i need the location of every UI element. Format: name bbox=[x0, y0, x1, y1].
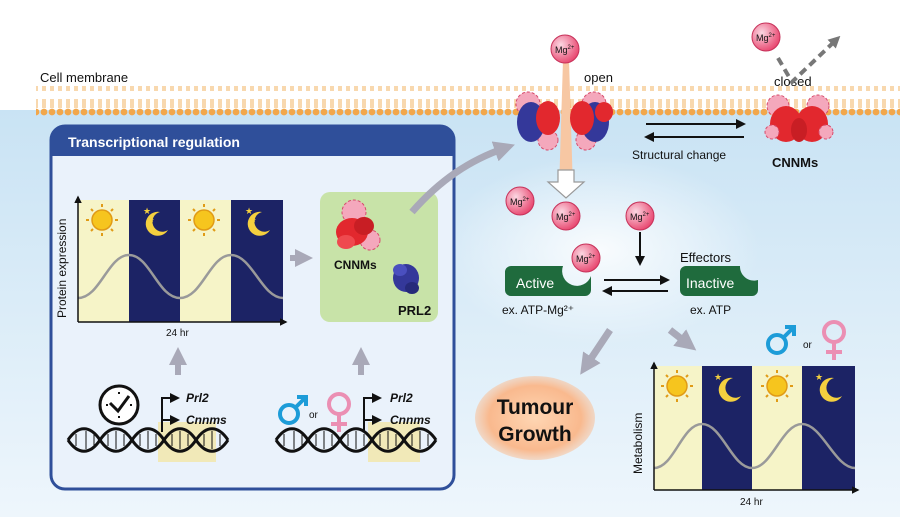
metabolism-x-axis-label: 24 hr bbox=[740, 497, 763, 508]
cell-membrane-label: Cell membrane bbox=[40, 70, 128, 85]
tumour-line1: Tumour bbox=[497, 396, 574, 419]
svg-text:Mg2+: Mg2+ bbox=[510, 197, 530, 207]
closed-channel bbox=[764, 94, 834, 142]
female-symbol-icon bbox=[822, 320, 846, 360]
chart-x-axis-label: 24 hr bbox=[166, 328, 189, 339]
effectors-title: Effectors bbox=[680, 250, 732, 265]
panel-title: Transcriptional regulation bbox=[68, 134, 240, 150]
effector-active: Active bbox=[505, 266, 591, 296]
mg-ion-icon: Mg2+ bbox=[571, 243, 601, 273]
svg-text:★: ★ bbox=[149, 217, 154, 224]
cnnm-prl2-complex: CNNMs PRL2 bbox=[320, 192, 438, 322]
tumour-line2: Growth bbox=[498, 423, 572, 446]
lipid-bilayer bbox=[36, 86, 900, 116]
complex-prl2-label: PRL2 bbox=[398, 303, 431, 318]
gene-cnnms-left: Cnnms bbox=[186, 413, 227, 427]
arrow-to-tumour bbox=[580, 328, 613, 375]
clock-icon bbox=[98, 384, 140, 426]
gene-cnnms-right: Cnnms bbox=[390, 413, 431, 427]
dna-helix-left bbox=[66, 393, 230, 462]
complex-cnnms-label: CNNMs bbox=[334, 258, 377, 272]
mg-ion-icon: Mg2+ bbox=[505, 186, 535, 216]
metabolism-chart: ★ ★ ★ ★ Metabolism 24 hr bbox=[631, 361, 860, 508]
svg-text:★: ★ bbox=[821, 383, 826, 390]
moon-icon: ★ ★ bbox=[714, 372, 741, 402]
mg-ion-icon: Mg2+ bbox=[625, 201, 655, 231]
open-label: open bbox=[584, 70, 613, 85]
arrow-to-metabolism bbox=[667, 327, 697, 351]
female-symbol-icon bbox=[327, 392, 351, 432]
protein-expression-axis-label: Protein expression bbox=[55, 219, 69, 318]
inactive-example: ex. ATP bbox=[690, 303, 731, 317]
effector-inactive: Inactive bbox=[680, 266, 758, 296]
gene-prl2-right: Prl2 bbox=[390, 391, 413, 405]
male-symbol-icon bbox=[278, 395, 308, 425]
svg-text:★: ★ bbox=[143, 206, 151, 216]
sun-icon bbox=[86, 204, 118, 236]
svg-text:Mg2+: Mg2+ bbox=[556, 212, 576, 222]
cnnm-protein-icon bbox=[336, 199, 381, 251]
open-channel bbox=[515, 60, 613, 199]
svg-text:★: ★ bbox=[251, 217, 256, 224]
svg-text:★: ★ bbox=[714, 372, 722, 382]
sun-icon bbox=[188, 204, 220, 236]
svg-text:Mg2+: Mg2+ bbox=[555, 45, 575, 55]
sun-icon bbox=[761, 370, 793, 402]
mg-ion-icon: Mg2+ bbox=[751, 22, 781, 52]
active-label: Active bbox=[516, 275, 554, 291]
male-symbol-icon bbox=[766, 325, 796, 355]
moon-icon: ★ ★ bbox=[245, 206, 270, 236]
svg-text:Mg2+: Mg2+ bbox=[756, 33, 776, 43]
mg-ion-icon: Mg2+ bbox=[551, 201, 581, 231]
mg-ion-icon: Mg2+ bbox=[550, 34, 580, 64]
svg-text:★: ★ bbox=[245, 206, 253, 216]
arrow-complex-to-membrane bbox=[409, 141, 515, 215]
prl2-protein-icon bbox=[393, 264, 419, 294]
protein-expression-chart: ★ ★ ★ ★ Protein expression 24 hr bbox=[55, 195, 288, 339]
sun-icon bbox=[661, 370, 693, 402]
or-text-right: or bbox=[803, 340, 813, 351]
or-text-left: or bbox=[309, 410, 319, 421]
moon-icon: ★ ★ bbox=[143, 206, 168, 236]
svg-text:Mg2+: Mg2+ bbox=[630, 212, 650, 222]
moon-icon: ★ ★ bbox=[815, 372, 842, 402]
dna-helix-right bbox=[274, 393, 438, 462]
svg-text:★: ★ bbox=[815, 372, 823, 382]
rejected-mg-arrow bbox=[776, 35, 841, 86]
svg-text:★: ★ bbox=[720, 383, 725, 390]
transcription-panel: Transcriptional regulation bbox=[49, 124, 456, 491]
metabolism-axis-label: Metabolism bbox=[631, 413, 645, 474]
active-example: ex. ATP-Mg²⁺ bbox=[502, 303, 574, 317]
inactive-label: Inactive bbox=[686, 275, 734, 291]
structural-change-label: Structural change bbox=[632, 148, 726, 162]
svg-text:Mg2+: Mg2+ bbox=[576, 254, 596, 264]
tumour-growth-badge: Tumour Growth bbox=[475, 376, 595, 460]
gene-prl2-left: Prl2 bbox=[186, 391, 209, 405]
cnnms-label: CNNMs bbox=[772, 155, 818, 170]
